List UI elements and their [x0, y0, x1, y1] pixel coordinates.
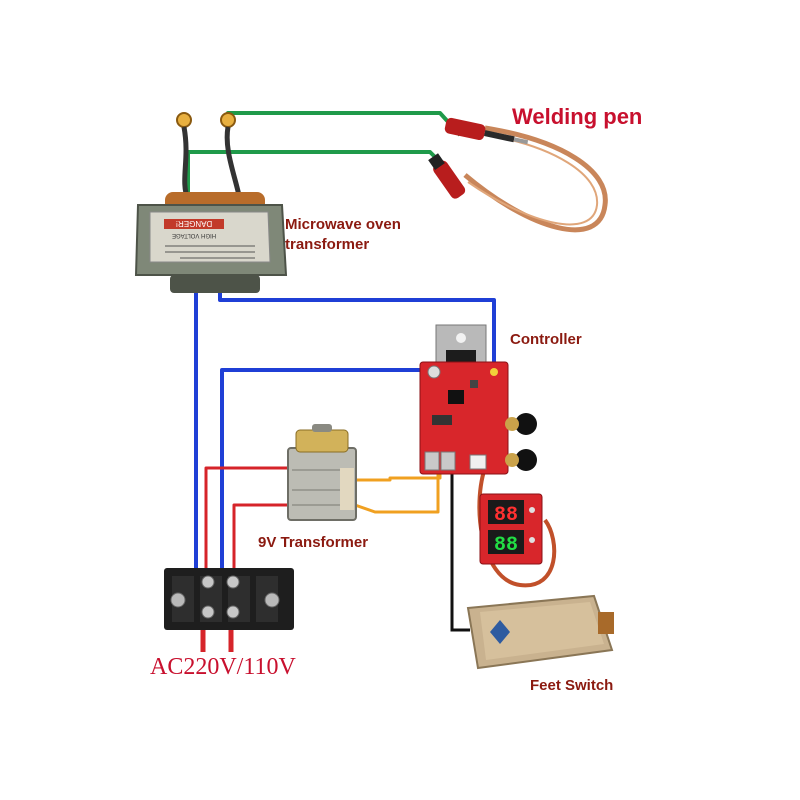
orange-wire-b — [354, 470, 440, 514]
display-bottom-digits: 88 — [494, 534, 518, 557]
mot-plate-sub: HIGH VOLTAGE — [172, 232, 216, 238]
blue-wire-group — [194, 290, 496, 575]
ac-input-label: AC220V/110V — [150, 654, 296, 680]
green-wire-upper — [226, 111, 462, 137]
green-wire-lower — [186, 150, 442, 195]
microwave-oven-transformer-label-line1: Microwave oven — [285, 216, 401, 233]
red-wire-9v-a — [204, 466, 290, 578]
red-wire-group — [200, 466, 290, 652]
blue-wire-mot-to-controller — [218, 290, 496, 385]
controller-label: Controller — [510, 331, 582, 348]
terminal-screw-3 — [226, 575, 240, 589]
welding-pen-label: Welding pen — [512, 104, 643, 129]
display-board: 88 88 — [479, 493, 543, 565]
foot-switch — [466, 594, 614, 670]
microwave-oven-transformer-label-line2: transformer — [285, 236, 370, 253]
display-top — [488, 500, 524, 524]
pen-cable-loop — [463, 125, 608, 233]
feet-switch-label: Feet Switch — [530, 677, 614, 694]
display-bottom — [488, 530, 524, 554]
mot-lug-right — [220, 112, 236, 128]
welding-pen — [428, 117, 608, 233]
nine-v-transformer — [287, 424, 357, 521]
diamond-logo-icon — [490, 620, 510, 644]
blue-wire-controller-to-terminal — [220, 368, 428, 575]
terminal-screw-5 — [226, 605, 240, 619]
display-top-digits: 88 — [494, 504, 518, 527]
controller-knob-bottom — [515, 449, 537, 471]
terminal-screw-1 — [170, 592, 186, 608]
microwave-oven-transformer: DANGER! HIGH VOLTAGE — [134, 112, 288, 293]
terminal-screw-4 — [201, 605, 215, 619]
terminal-screw-6 — [264, 592, 280, 608]
black-wire-footswitch — [450, 470, 470, 632]
mot-plate-warning: DANGER! — [176, 219, 212, 228]
controller-pcb — [419, 361, 509, 475]
mot-lug-left — [176, 112, 192, 128]
red-wire-9v-b — [232, 503, 290, 578]
controller-board — [419, 324, 537, 475]
terminal-screw-2 — [201, 575, 215, 589]
nine-v-transformer-label: 9V Transformer — [258, 534, 369, 551]
pen-probe-lower — [428, 153, 466, 199]
terminal-block — [164, 568, 294, 630]
controller-knob-top — [515, 413, 537, 435]
pen-probe-upper — [444, 117, 529, 145]
